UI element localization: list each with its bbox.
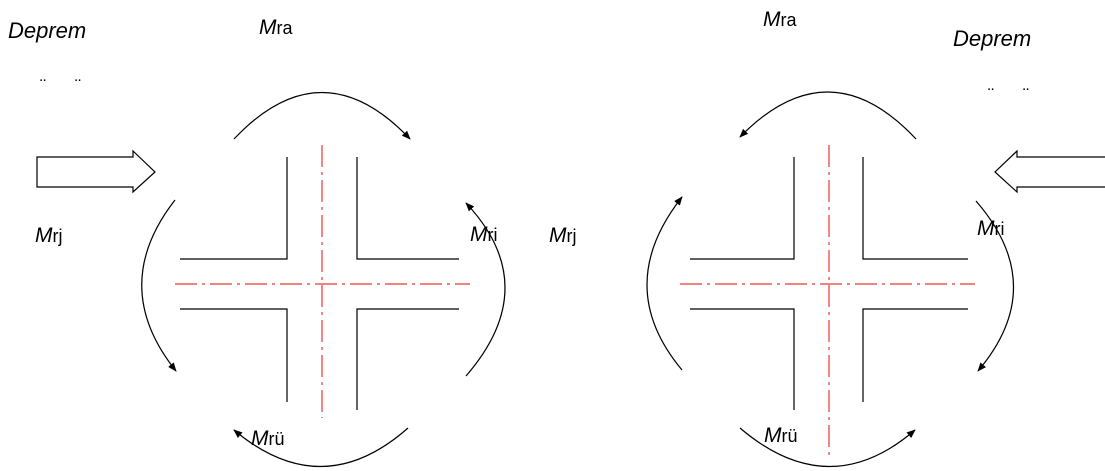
left-acceleration-dots: ¨ ¨ (40, 76, 93, 96)
left-moment-arc-top (233, 91, 411, 140)
left-moment-arc-bottom (233, 427, 409, 467)
left-moment-right-sub: ri (487, 225, 498, 245)
left-moment-top-symbol: M (259, 16, 277, 39)
left-moment-right-symbol: M (470, 223, 488, 246)
right-moment-bottom-sub: rü (781, 426, 798, 446)
right-acceleration-dots: ¨ ¨ (988, 85, 1041, 105)
right-moment-bottom-label: Mrü (764, 425, 798, 446)
right-earthquake-arrow (994, 149, 1105, 194)
left-moment-bottom-symbol: M (251, 427, 269, 450)
left-moment-left-sub: rj (52, 226, 63, 246)
left-moment-left-label: Mrj (35, 225, 63, 246)
left-moment-left-symbol: M (35, 224, 53, 247)
left-joint-outline (180, 157, 459, 410)
right-moment-top-symbol: M (763, 8, 781, 31)
right-moment-arc-left (646, 196, 683, 371)
right-moment-bottom-symbol: M (764, 424, 782, 447)
right-moment-left-sub: rj (566, 226, 577, 246)
right-moment-left-label: Mrj (549, 225, 577, 246)
right-joint-outline (690, 157, 968, 410)
right-moment-top-sub: ra (780, 10, 797, 30)
right-moment-top-label: Mra (763, 9, 797, 30)
left-moment-arc-right (465, 202, 506, 377)
left-moment-bottom-sub: rü (268, 429, 285, 449)
right-moment-arc-bottom (739, 427, 916, 467)
right-moment-right-sub: ri (994, 219, 1005, 239)
right-moment-right-label: Mri (977, 218, 1005, 239)
left-moment-right-label: Mri (470, 224, 498, 245)
right-moment-left-symbol: M (549, 224, 567, 247)
left-moment-bottom-label: Mrü (251, 428, 285, 449)
right-moment-right-symbol: M (977, 217, 995, 240)
left-earthquake-arrow (36, 149, 156, 194)
left-moment-top-label: Mra (259, 17, 293, 38)
left-moment-top-sub: ra (276, 18, 293, 38)
right-moment-arc-right (975, 200, 1015, 372)
left-panel (36, 91, 506, 467)
right-moment-arc-top (739, 91, 917, 140)
left-moment-arc-left (141, 199, 177, 372)
left-earthquake-label: Deprem (8, 18, 87, 43)
right-earthquake-label: Deprem (953, 26, 1032, 51)
right-panel (646, 91, 1105, 467)
